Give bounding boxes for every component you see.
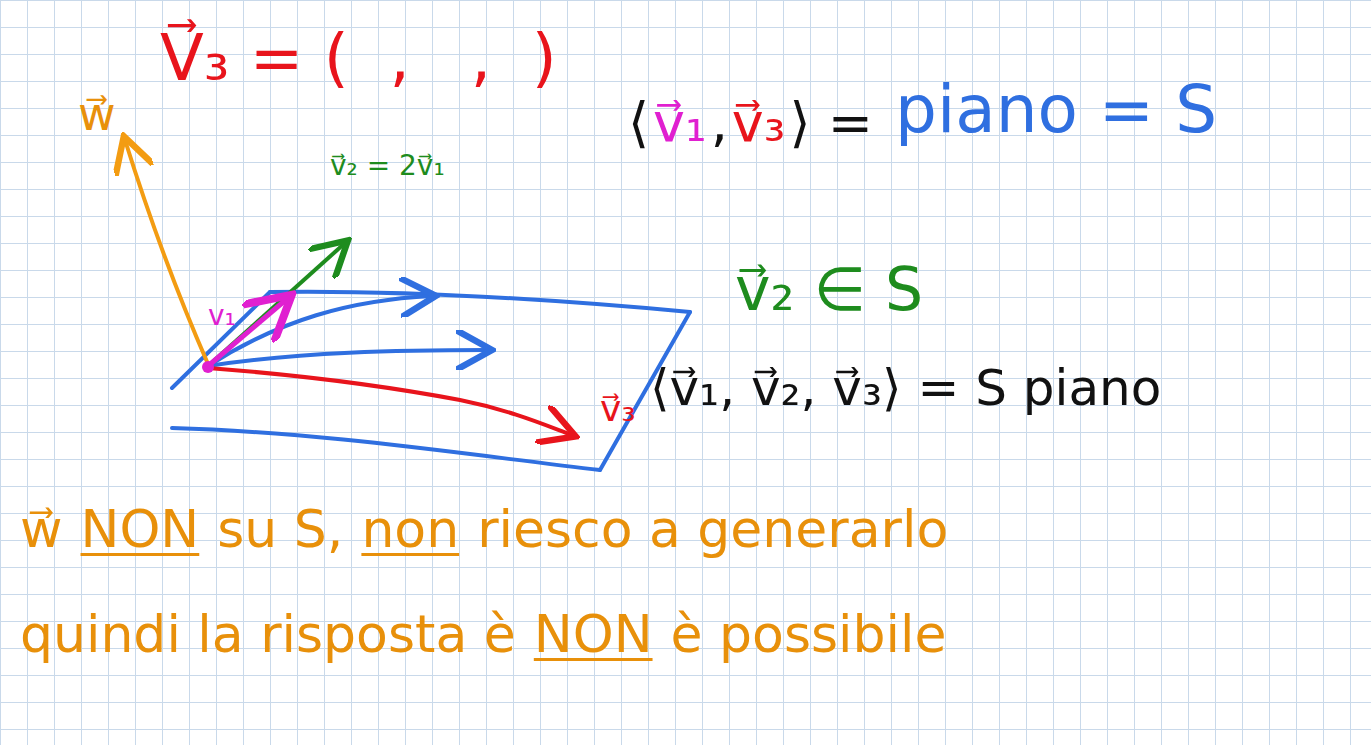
text-row: piano = S: [895, 72, 1217, 148]
text-row: V⃗₃ = ( , , ): [160, 22, 557, 96]
vector-label: v⃗₂ = 2v⃗₁: [330, 150, 445, 182]
vector-w: [125, 140, 208, 364]
vector-name: v⃗₁: [653, 92, 707, 154]
span-bracket: ⟨: [628, 92, 649, 154]
conclusion-text: NON: [534, 605, 653, 665]
vector-definition: V⃗₃ = ( , , ): [160, 22, 557, 96]
conclusion-text: riesco a generarlo: [477, 500, 948, 560]
text-row: quindi la risposta è NON è possibile: [20, 605, 946, 665]
text-row: v⃗₃: [600, 388, 636, 429]
vector-label: v⃗₃: [600, 388, 636, 429]
conclusion-text: NON: [81, 500, 200, 560]
origin-dot: [202, 361, 214, 373]
text-row: v⃗₂ = 2v⃗₁: [330, 150, 445, 182]
membership-note: v⃗₂ ∈ S: [735, 255, 923, 324]
vector-name: v⃗₃: [732, 92, 786, 154]
vector-v2: [208, 243, 345, 366]
conclusion-text: w⃗: [20, 500, 63, 560]
conclusion-text: quindi la risposta è: [20, 605, 516, 665]
span-bracket: ⟩ =: [789, 92, 872, 154]
vector-label: w⃗: [78, 88, 116, 141]
text-row: w⃗: [78, 88, 116, 141]
plane-note: piano = S: [895, 72, 1217, 148]
text-row: v⃗₂ ∈ S: [735, 255, 923, 324]
span-note: ⟨v⃗₁, v⃗₂, v⃗₃⟩ = S piano: [650, 360, 1161, 418]
conclusion-text: è possibile: [671, 605, 947, 665]
conclusion-text: non: [361, 500, 459, 560]
text-row: ⟨v⃗₁,v⃗₃⟩ =: [628, 92, 873, 154]
plane-vector: [208, 350, 488, 366]
vector-v1: [208, 298, 288, 366]
plane-outline: [172, 292, 690, 470]
vector-v3: [208, 368, 572, 435]
separator: ,: [711, 92, 728, 154]
text-row: ⟨v⃗₁, v⃗₂, v⃗₃⟩ = S piano: [650, 360, 1161, 418]
conclusion-text: su S,: [217, 500, 343, 560]
text-row: w⃗ NON su S, non riesco a generarlo: [20, 500, 948, 560]
text-row: v₁: [208, 300, 236, 332]
vector-label: v₁: [208, 300, 236, 332]
